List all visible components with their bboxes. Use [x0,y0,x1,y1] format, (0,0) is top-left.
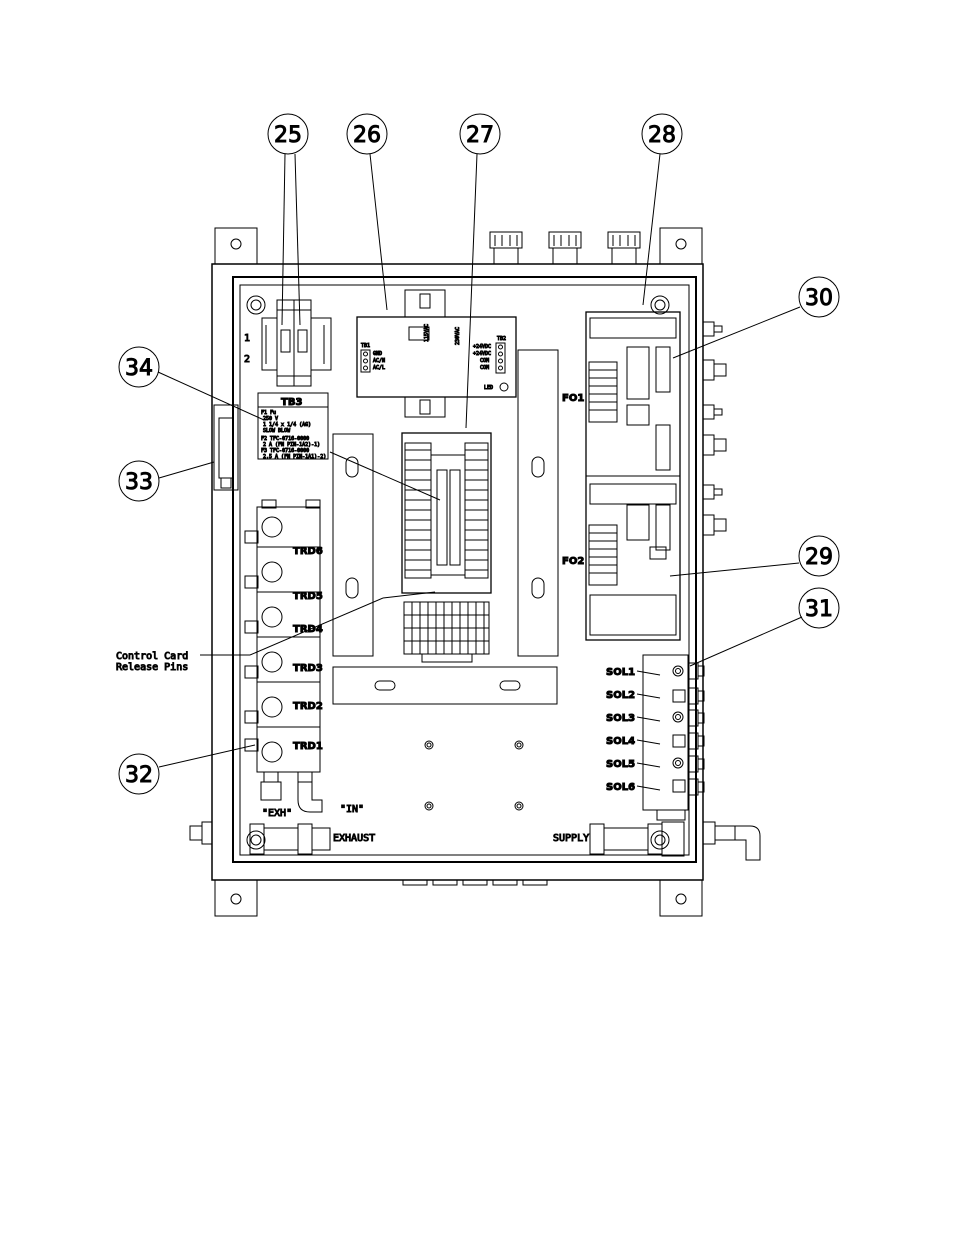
port-exhaust: EXHAUST [333,833,375,844]
tb3-line-5: F2 TFC-0716-0000 [261,436,309,442]
release-pins-label-2: Release Pins [116,662,188,673]
transducer-stack [244,499,323,813]
callout-bubble-28 [641,113,683,155]
tb2-term-1: +24VDC [473,344,491,350]
trd-label-1: TRD1 [293,741,323,752]
sol-label-3: SOL3 [606,713,635,724]
callout-bubble-34 [118,346,160,388]
tb3-line-1: F1 Fu [261,410,276,416]
trd-label-6: TRD6 [293,546,323,557]
callout-29: 29 [805,545,833,570]
tb3-plate [257,392,329,460]
tb3-line-3: 1 1/4 x 1/4 (AG) [263,422,311,428]
tb2-label: TB2 [497,336,506,342]
tb3-line-4: SLOW BLOW [263,428,291,434]
tb3-line-6: 2 A (FN PIN-1A2)-1) [263,442,320,448]
tb2-term-4: COM [480,365,489,371]
callout-27: 27 [466,123,494,148]
tb3-line-7: F3 TFC-0716-0000 [261,448,309,454]
sol-label-6: SOL6 [606,782,635,793]
tb3-title: TB3 [281,397,302,408]
tb2-term-2: +24VDC [473,351,491,357]
mounting-rails [332,349,559,811]
callout-bubbles [118,113,840,795]
tb1-term-gnd: GND [373,351,382,357]
fo-label-1: FO1 [562,393,584,404]
callout-bubble-26 [346,113,388,155]
side-latch [213,404,239,491]
callout-34: 34 [125,356,153,381]
port-in: "IN" [340,804,364,815]
callout-bubble-31 [798,587,840,629]
callout-bubble-33 [118,460,160,502]
tb1-term-acn: AC/N [373,358,385,364]
callout-25: 25 [274,123,302,148]
tb2-term-3: COM [480,358,489,364]
cable-glands [489,231,641,265]
sol-label-5: SOL5 [606,759,635,770]
fo-label-2: FO2 [562,556,584,567]
port-supply: SUPPLY [553,833,589,844]
fuse-mark-1: 1 [244,333,250,344]
tb1-term-acl: AC/L [373,365,385,371]
callout-33: 33 [125,470,153,495]
fo-boards [585,311,681,641]
solenoid-manifold [636,654,705,821]
power-supply [356,289,517,418]
callout-31: 31 [805,597,833,622]
fuse-holders [261,299,332,387]
trd-label-5: TRD5 [293,591,323,602]
air-pipes [249,821,685,857]
release-pins-label-1: Control Card [116,651,188,662]
callout-28: 28 [648,123,676,148]
voltage-230: 230VAC [455,327,461,345]
control-card [401,432,492,663]
callout-bubble-32 [118,753,160,795]
enclosure-body [211,263,704,886]
sol-label-1: SOL1 [606,667,635,678]
callout-26: 26 [353,123,381,148]
sol-label-2: SOL2 [606,690,635,701]
callout-bubble-30 [798,276,840,318]
leader-lines [157,153,803,768]
right-fittings [189,321,761,861]
callout-bubble-29 [798,535,840,577]
callout-32: 32 [125,763,153,788]
callout-bubble-27 [459,113,501,155]
trd-label-2: TRD2 [293,701,323,712]
port-exh: "EXH" [262,808,292,819]
tb1-label: TB1 [361,343,370,349]
led-label: LED [484,385,493,391]
sol-label-4: SOL4 [606,736,635,747]
tb3-line-2: 250 V [263,416,278,422]
callout-bubble-25 [267,113,309,155]
callout-30: 30 [805,286,833,311]
trd-label-3: TRD3 [293,663,323,674]
fuse-mark-2: 2 [244,354,250,365]
voltage-115: 115VAC [424,324,430,342]
tb3-line-8: 2.5 A (FN PIN-1A1)-2) [263,454,326,460]
